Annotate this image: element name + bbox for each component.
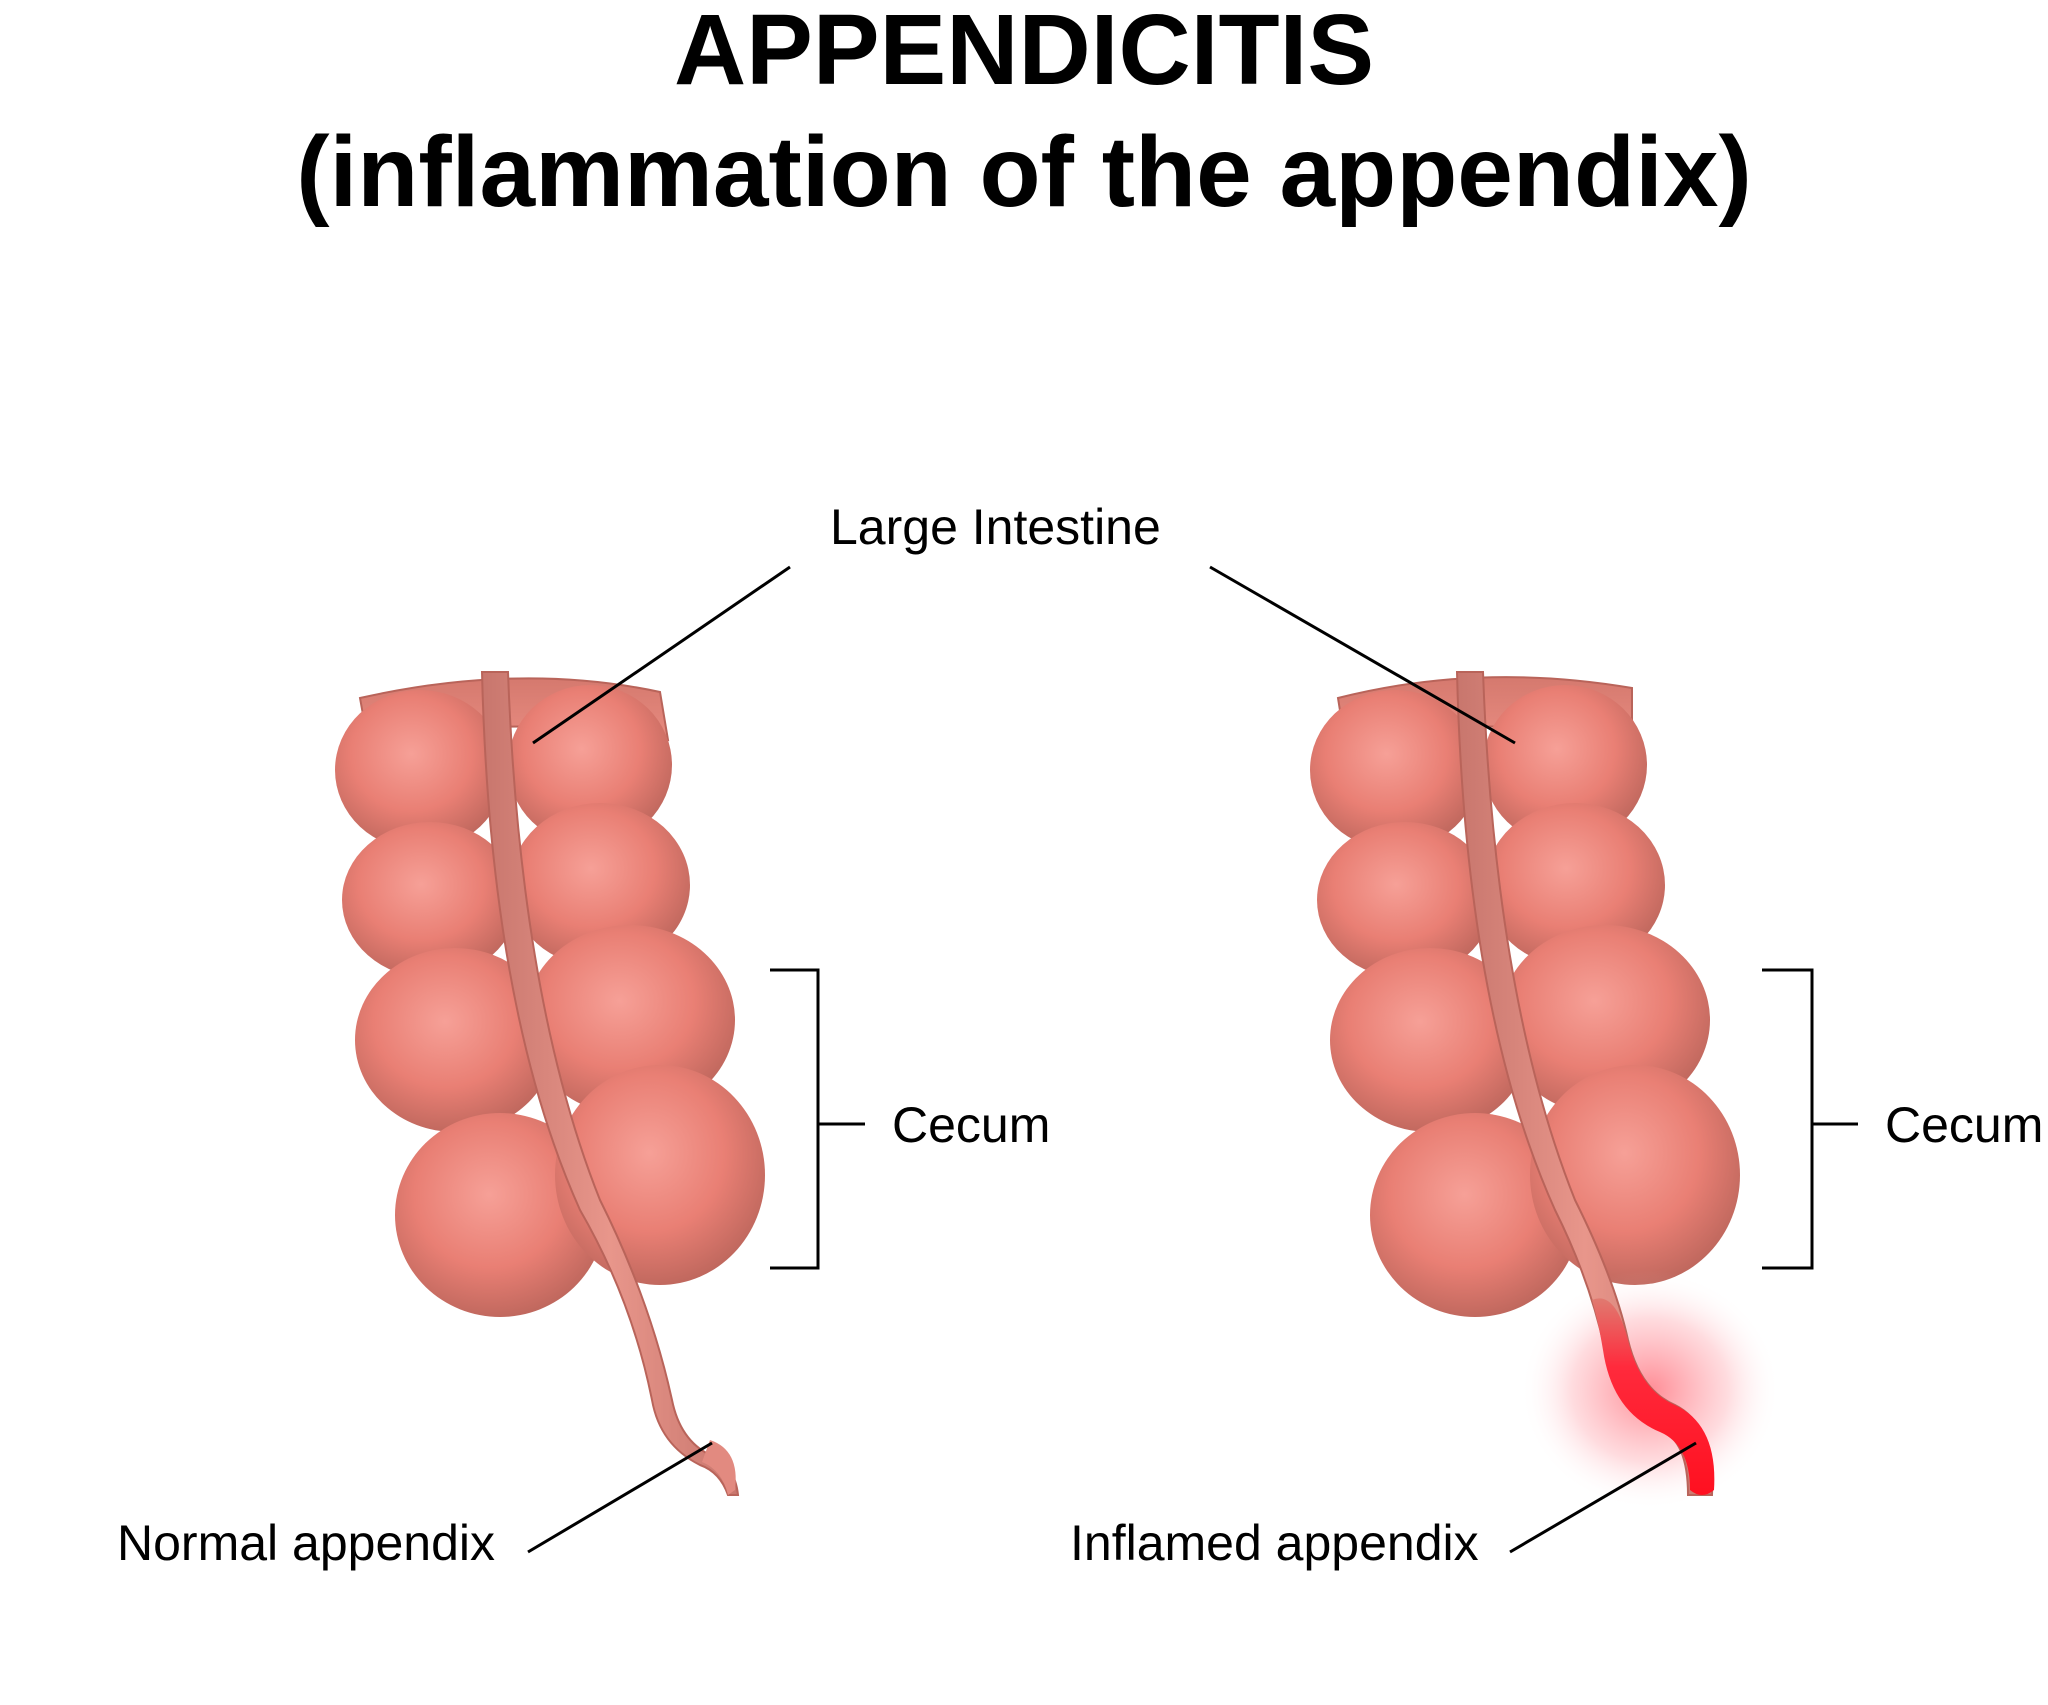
haustrum-right-1a	[1310, 690, 1480, 850]
haustrum-right-2a	[1317, 822, 1493, 978]
inflamed-appendix-shape	[1592, 1298, 1715, 1495]
haustrum-left-1b	[508, 685, 672, 845]
leader-inflamed-appendix	[1509, 1441, 1697, 1554]
inflamed-intestine	[1310, 671, 1780, 1510]
haustrum-right-3a	[1330, 948, 1530, 1132]
haustrum-right-1b	[1483, 685, 1647, 845]
haustrum-left-3a	[355, 948, 555, 1132]
leader-normal-appendix	[527, 1441, 713, 1554]
haustrum-right-3b	[1500, 925, 1710, 1115]
inflamed-appendix-label: Inflamed appendix	[1070, 1515, 1479, 1571]
haustrum-left-1a	[335, 690, 505, 850]
bracket-cecum-right	[1762, 968, 1814, 1270]
leader-large-intestine-left	[532, 565, 791, 745]
haustrum-left-3b	[525, 925, 735, 1115]
cecum-label-left: Cecum	[892, 1097, 1051, 1153]
normal-appendix-shape	[702, 1440, 736, 1495]
bracket-cecum-left	[770, 968, 820, 1270]
leader-large-intestine-right	[1209, 565, 1516, 745]
normal-appendix-label: Normal appendix	[117, 1515, 495, 1571]
leader-lines	[527, 565, 1858, 1554]
normal-intestine	[335, 671, 765, 1496]
page-title: APPENDICITIS	[673, 0, 1375, 106]
taenia-band-left	[480, 671, 740, 1496]
page-subtitle: (inflammation of the appendix)	[296, 116, 1752, 228]
haustrum-left-2a	[342, 822, 518, 978]
haustrum-right-4a	[1370, 1113, 1580, 1317]
cecum-label-right: Cecum	[1885, 1097, 2044, 1153]
large-intestine-label: Large Intestine	[830, 499, 1161, 555]
haustrum-left-4a	[395, 1113, 605, 1317]
